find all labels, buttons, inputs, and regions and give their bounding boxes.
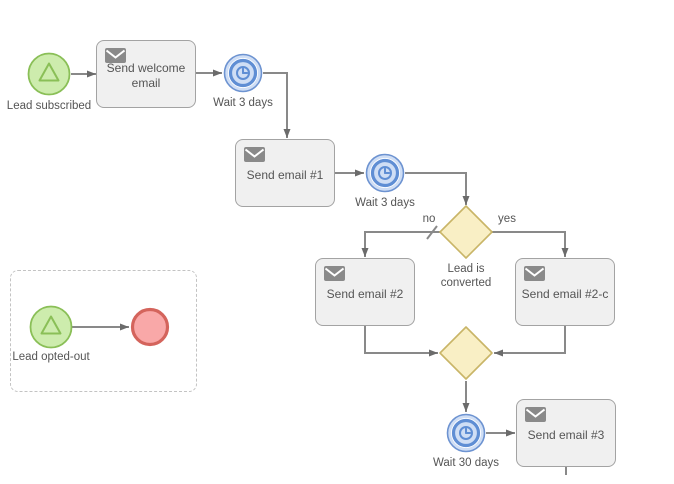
task-send-welcome-email[interactable]: Send welcome email <box>96 40 196 108</box>
start-event-lead-subscribed[interactable] <box>27 52 71 96</box>
start-event-label: Lead subscribed <box>6 100 92 112</box>
message-icon <box>324 266 345 281</box>
clock-icon <box>236 66 250 80</box>
task-label: Send email #2-c <box>521 286 609 301</box>
gateway-merge[interactable] <box>438 325 494 381</box>
task-send-email-2c[interactable]: Send email #2-c <box>515 258 615 326</box>
edge-email2c-to-merge[interactable] <box>494 326 566 357</box>
edge-email2-to-merge[interactable] <box>364 326 438 357</box>
signal-triangle-icon <box>40 315 62 335</box>
clock-icon <box>378 166 392 180</box>
message-icon <box>524 266 545 281</box>
default-flow-slash <box>426 225 438 240</box>
task-label: Send email #1 <box>246 167 324 182</box>
end-event-opted-out[interactable] <box>130 307 170 347</box>
edge-label-yes: yes <box>498 213 516 225</box>
task-label: Send email #2 <box>326 286 404 301</box>
edge-label-no: no <box>422 213 436 225</box>
start-event-label: Lead opted-out <box>12 351 90 363</box>
message-icon <box>105 48 126 63</box>
gateway-label: Lead is converted <box>440 263 492 289</box>
edge-wait3a-to-email1[interactable] <box>263 72 291 138</box>
gateway-lead-is-converted[interactable] <box>438 204 494 260</box>
edge-gateway-yes-to-email2c[interactable] <box>492 231 569 257</box>
timer-event-wait-30-days[interactable] <box>446 413 486 453</box>
timer-label: Wait 3 days <box>355 197 415 209</box>
task-send-email-3[interactable]: Send email #3 <box>516 399 616 467</box>
clock-icon <box>459 426 473 440</box>
edge-wait3b-to-gateway[interactable] <box>405 172 470 205</box>
timer-event-wait-3-days-2[interactable] <box>365 153 405 193</box>
timer-label: Wait 3 days <box>213 97 273 109</box>
edge-gateway-no-to-email2[interactable] <box>361 231 440 257</box>
task-label: Send welcome email <box>106 61 186 90</box>
signal-triangle-icon <box>38 62 60 82</box>
timer-label: Wait 30 days <box>432 457 500 469</box>
opt-out-group-box[interactable] <box>10 270 197 392</box>
timer-event-wait-3-days-1[interactable] <box>223 53 263 93</box>
task-send-email-2[interactable]: Send email #2 <box>315 258 415 326</box>
task-label: Send email #3 <box>527 427 605 442</box>
task-send-email-1[interactable]: Send email #1 <box>235 139 335 207</box>
start-event-lead-opted-out[interactable] <box>29 305 73 349</box>
message-icon <box>244 147 265 162</box>
message-icon <box>525 407 546 422</box>
